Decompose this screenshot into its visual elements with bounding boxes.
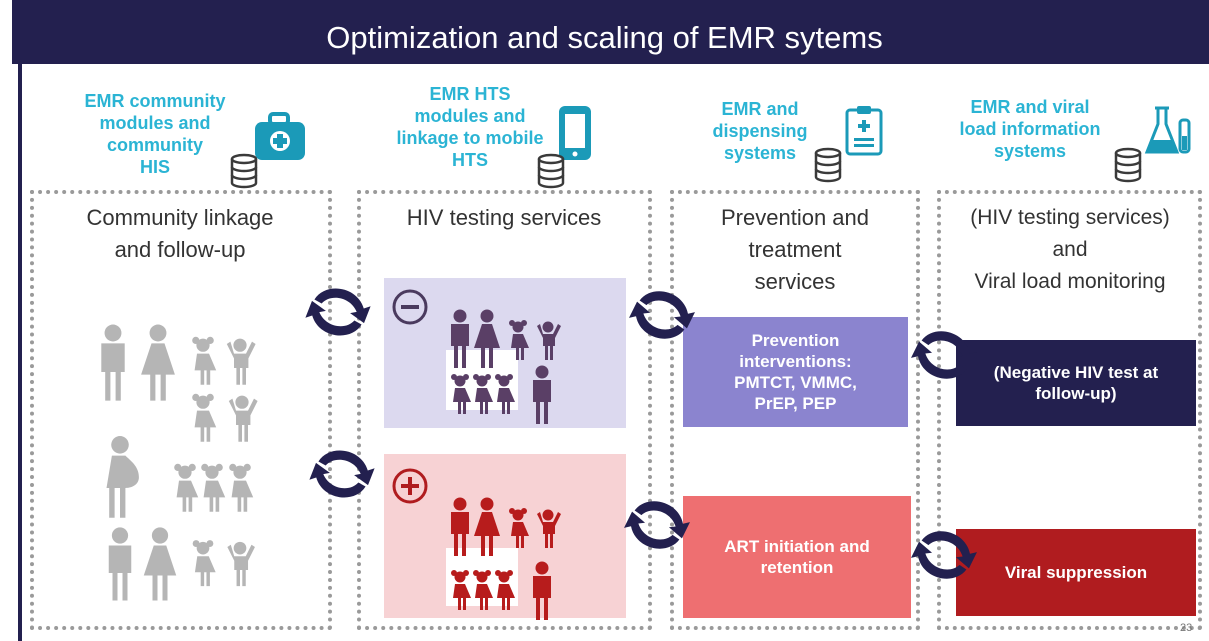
database-icon [1114, 147, 1142, 183]
first-aid-kit-icon [255, 112, 305, 160]
slide-title: Optimization and scaling of EMR sytems [326, 20, 883, 55]
page-number: 23 [1180, 622, 1193, 634]
column-title-hts: HIV testing services [406, 205, 602, 230]
database-icon [814, 147, 842, 183]
panel-hts [357, 190, 652, 630]
database-icon [537, 153, 565, 189]
lab-flask-icon [1144, 106, 1191, 154]
minus-circle-icon [392, 289, 428, 325]
left-rule [18, 64, 22, 641]
panel-community [30, 190, 332, 630]
mobile-phone-icon [559, 106, 591, 160]
database-icon [230, 153, 258, 189]
title-bar [12, 0, 1209, 64]
panel-viral-load [937, 190, 1202, 630]
plus-circle-icon [392, 468, 428, 504]
panel-prevention-treatment [670, 190, 920, 630]
clipboard-icon [845, 106, 883, 156]
viral-suppression-box: Viral suppression [956, 529, 1196, 616]
children-inset [446, 548, 518, 606]
children-inset [446, 350, 518, 410]
